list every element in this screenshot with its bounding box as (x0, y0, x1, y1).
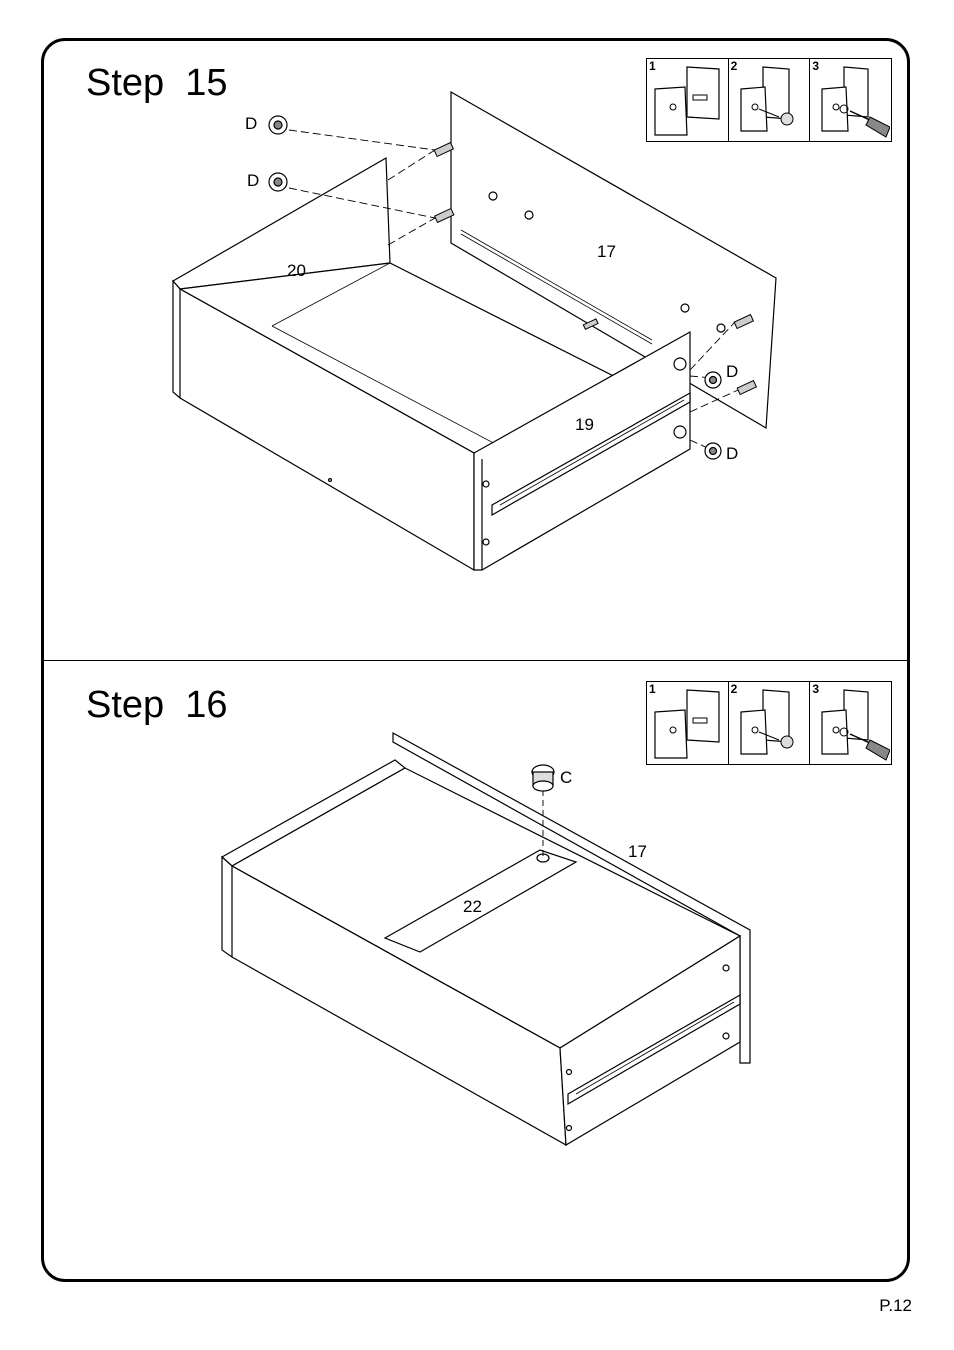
label-fastener-c: C (560, 768, 572, 788)
cam-fitting-c (532, 765, 554, 791)
label-part-22: 22 (463, 897, 482, 917)
page-number: P.12 (879, 1296, 912, 1316)
label-part-17: 17 (628, 842, 647, 862)
